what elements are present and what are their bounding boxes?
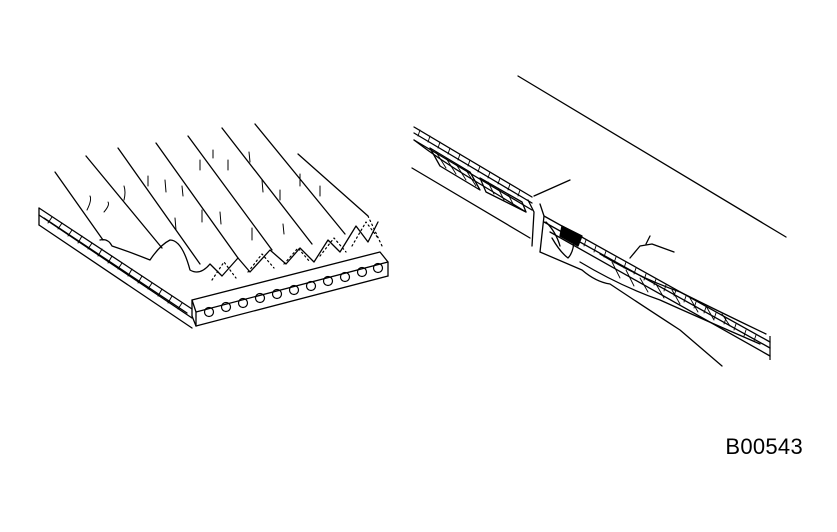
ribbed-belt-illustration [39,124,388,328]
figure-code: B00543 [725,434,803,459]
belt-damage-illustration [412,76,786,366]
